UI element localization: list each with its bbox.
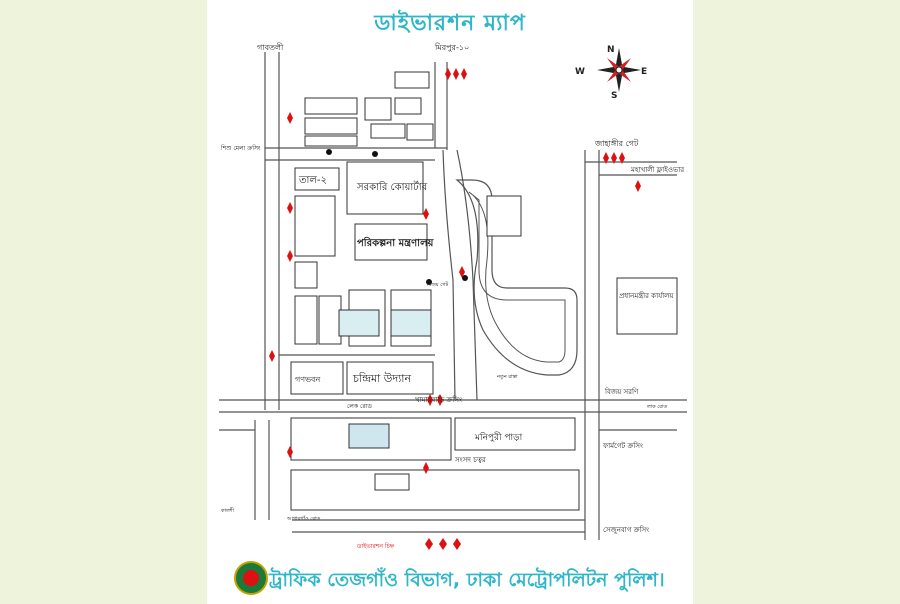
map-title: ডাইভারশন ম্যাপ — [374, 11, 526, 36]
label-bijoy-sarani: বিজয় সরণি — [604, 388, 639, 396]
label-sarkari-quarter: সরকারি কোয়ার্টার — [356, 180, 428, 193]
loop-road-inner — [468, 191, 566, 363]
label-shejunbagh: সেজুনবাগ ক্রসিং — [603, 526, 649, 534]
label-jahangir-gate: জাহাঙ্গীর গেট — [594, 138, 639, 148]
label-farmgate: ফার্মগেট ক্রসিং — [602, 441, 643, 450]
label-agargaon: আগারগাঁও রোড — [286, 515, 321, 522]
label-lake-road: লেক রোড — [347, 403, 372, 410]
loop-road — [455, 179, 578, 376]
police-points — [326, 149, 468, 285]
label-bijoy-gate: বিজয় গেট — [426, 281, 449, 288]
label-tal2: তাল-২ — [298, 175, 327, 186]
label-sangsad: সংসদ চত্বর — [454, 456, 486, 464]
label-khamarbari: খামারবাড়ি ক্রসিং — [415, 396, 462, 404]
map-sheet: গাবতলী মিরপুর-১০ শিশু মেলা ক্রসিং জাহাঙ্… — [207, 0, 693, 604]
compass-s: S — [611, 91, 617, 101]
compass-e: E — [641, 67, 647, 77]
diversion-map: গাবতলী মিরপুর-১০ শিশু মেলা ক্রসিং জাহাঙ্… — [219, 42, 687, 595]
label-mirpur10: মিরপুর-১০ — [434, 43, 469, 52]
label-planning-ministry: পরিকল্পনা মন্ত্রণালয় — [357, 236, 435, 249]
label-mohakhali: মহাখালী ফ্লাইওভার — [630, 165, 684, 174]
label-natun-rasta: নতুন রাস্তা — [496, 374, 518, 380]
compass-icon — [597, 48, 641, 92]
label-chandrima: চন্দ্রিমা উদ্যান — [352, 372, 412, 385]
label-manipuri-para: মনিপুরী পাড়া — [474, 431, 523, 443]
label-gabtoli: গাবতলী — [257, 42, 284, 52]
dmp-logo-icon — [234, 561, 268, 595]
label-shishu-mela: শিশু মেলা ক্রসিং — [220, 145, 261, 152]
label-kalshi: কালশী — [220, 507, 235, 514]
diversion-markers — [269, 68, 641, 550]
compass-w: W — [575, 67, 585, 77]
map-footer: ট্রাফিক তেজগাঁও বিভাগ, ঢাকা মেট্রোপলিটন … — [269, 569, 665, 591]
compass-n: N — [607, 45, 615, 55]
label-pm-office: প্রধানমন্ত্রীর কার্যালয় — [619, 291, 674, 300]
label-lake-label: লাক রোড — [646, 404, 667, 410]
label-ganabhaban: গণভবন — [295, 375, 320, 384]
building-blocks — [290, 71, 678, 511]
label-diversion-chinho: ডাইভারশন চিহ্ন — [356, 543, 395, 550]
